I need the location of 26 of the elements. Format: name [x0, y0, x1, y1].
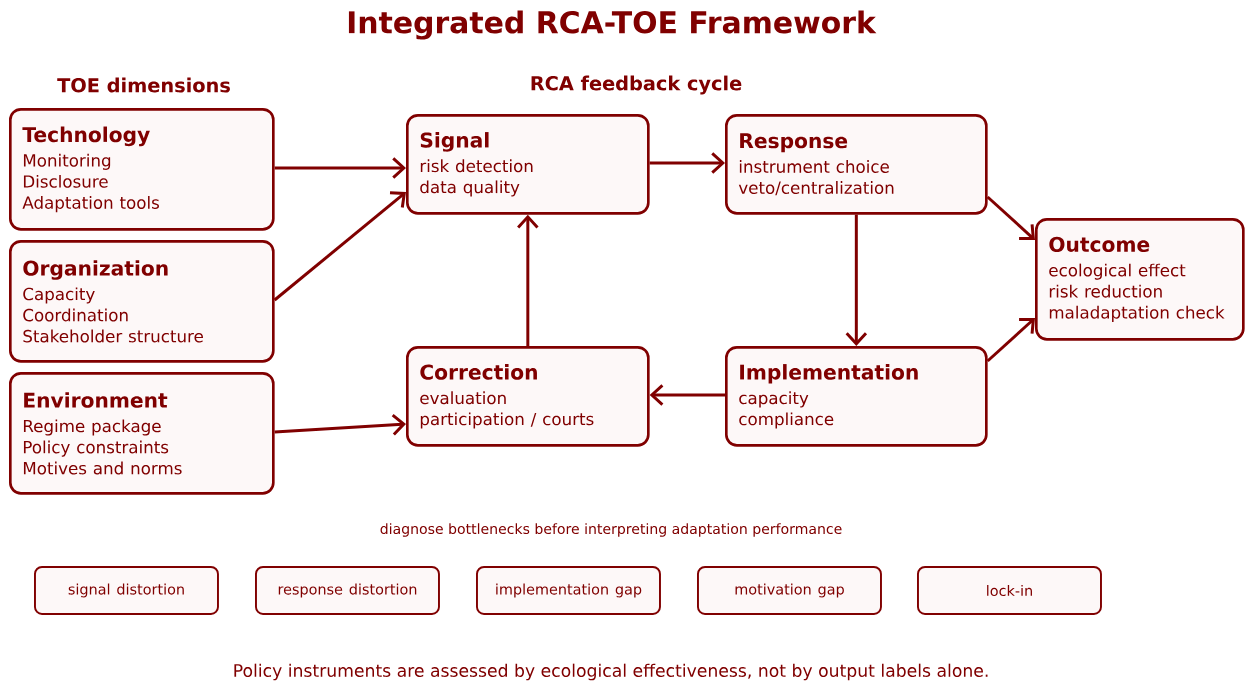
process-box: Implementation capacity compliance	[725, 346, 988, 447]
arrow	[986, 195, 1035, 241]
process-box: Response instrument choice veto/centralization	[725, 114, 988, 215]
bottleneck-box: lock-in	[917, 566, 1102, 615]
arrow	[274, 413, 406, 436]
bottleneck-box: implementation gap	[476, 566, 661, 615]
bottleneck-box: response distortion	[255, 566, 440, 615]
arrow	[986, 317, 1035, 363]
process-box: Outcome ecological effect risk reduction maladaptation check	[1035, 218, 1245, 341]
process-box: Signal risk detection data quality	[406, 114, 650, 215]
note-text: diagnose bottlenecks before interpreting adaptation performance	[380, 523, 842, 537]
arrow	[273, 191, 406, 302]
arrow	[649, 152, 725, 174]
bottleneck-box: signal distortion	[34, 566, 219, 615]
process-box: Environment Regime package Policy constraints Motives and norms	[9, 372, 275, 495]
process-box: Technology Monitoring Disclosure Adaptation tools	[9, 108, 275, 231]
title: Integrated RCA-TOE Framework	[348, 10, 877, 40]
arrow	[649, 384, 725, 406]
arrow	[845, 214, 868, 346]
process-box: Organization Capacity Coordination Stakeholder structure	[9, 240, 275, 363]
bottleneck-box: motivation gap	[697, 566, 882, 615]
section-heading: RCA feedback cycle	[531, 75, 742, 95]
arrow	[274, 157, 406, 179]
caption: Policy instruments are assessed by ecological effectiveness, not by output labels alone.	[234, 663, 988, 681]
arrow	[517, 214, 539, 346]
process-box: Correction evaluation participation / courts	[406, 346, 650, 447]
